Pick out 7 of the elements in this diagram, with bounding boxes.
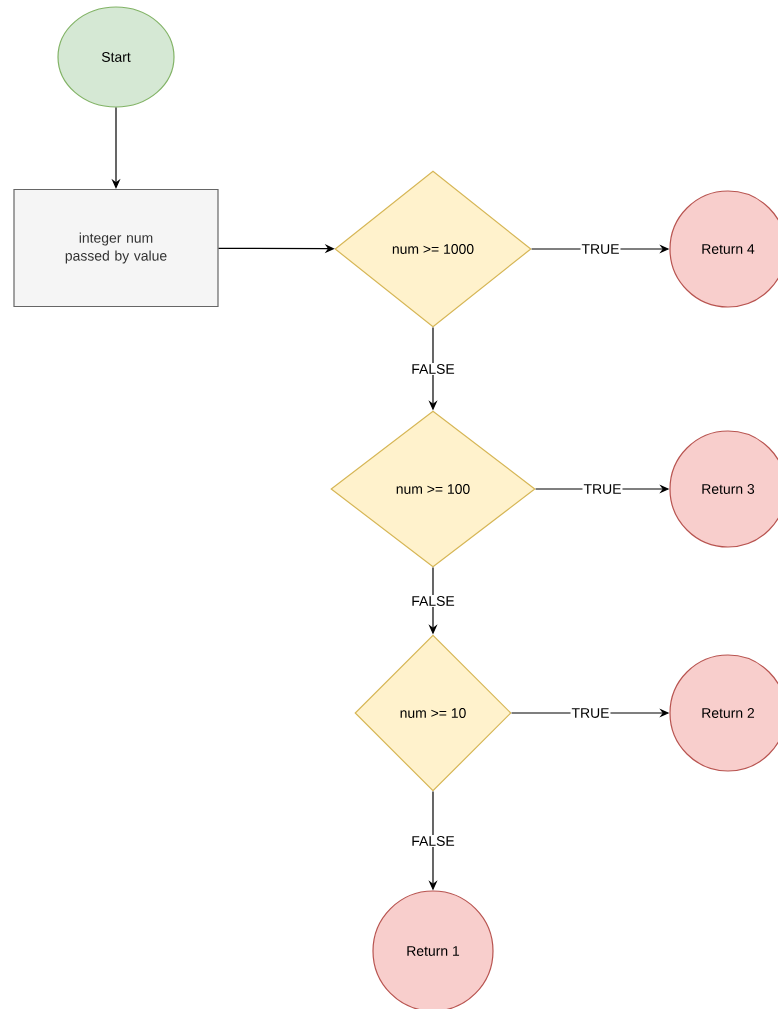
edge-label: FALSE	[410, 835, 456, 847]
edge-label: TRUE	[580, 243, 621, 255]
edge-label: TRUE	[582, 483, 623, 495]
edge-label: FALSE	[410, 363, 456, 375]
edge-label: TRUE	[570, 707, 611, 719]
process-box: integer num passed by value	[13, 188, 219, 308]
edge-label: FALSE	[410, 595, 456, 607]
